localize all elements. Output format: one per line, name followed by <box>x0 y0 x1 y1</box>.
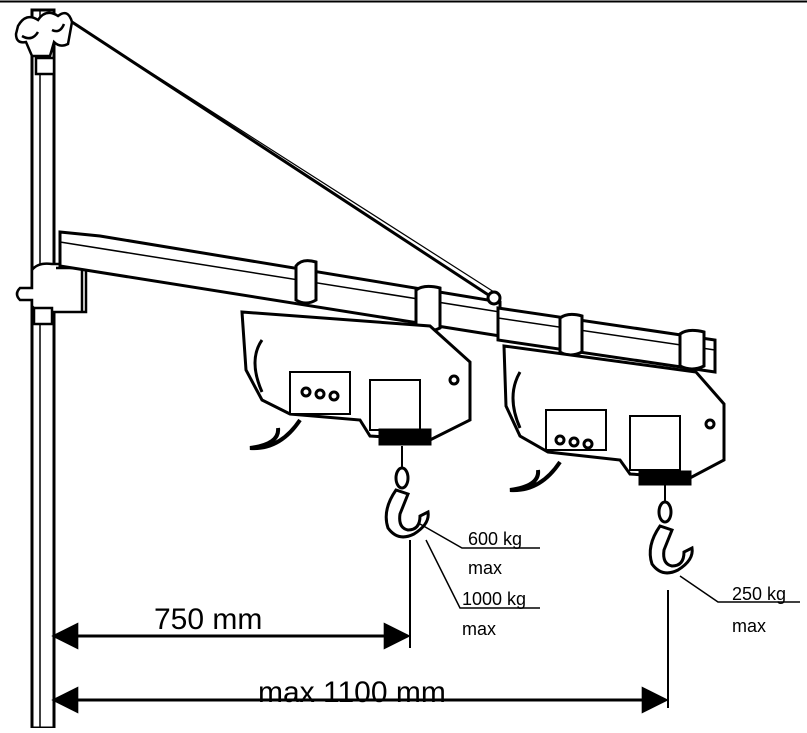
load-600-value: 600 kg <box>468 529 522 549</box>
load-1000-value: 1000 kg <box>462 589 526 609</box>
jib-arm <box>58 230 717 374</box>
dim-label-1100: max 1100 mm <box>258 676 446 709</box>
load-600-suffix: max <box>468 558 502 578</box>
mast-pole <box>30 8 56 730</box>
dim-label-750: 750 mm <box>154 603 262 636</box>
load-250-suffix: max <box>732 616 766 636</box>
hook-left <box>384 446 430 539</box>
load-leaders <box>419 523 800 609</box>
dimension-guides <box>409 540 669 708</box>
middle-clamp <box>15 262 88 326</box>
hoist-right <box>502 344 726 493</box>
hoist-left <box>240 310 472 451</box>
tie-rod <box>71 20 495 298</box>
load-1000-suffix: max <box>462 619 496 639</box>
hook-right <box>648 484 694 575</box>
top-clamp <box>14 11 74 76</box>
load-250-value: 250 kg <box>732 584 786 604</box>
